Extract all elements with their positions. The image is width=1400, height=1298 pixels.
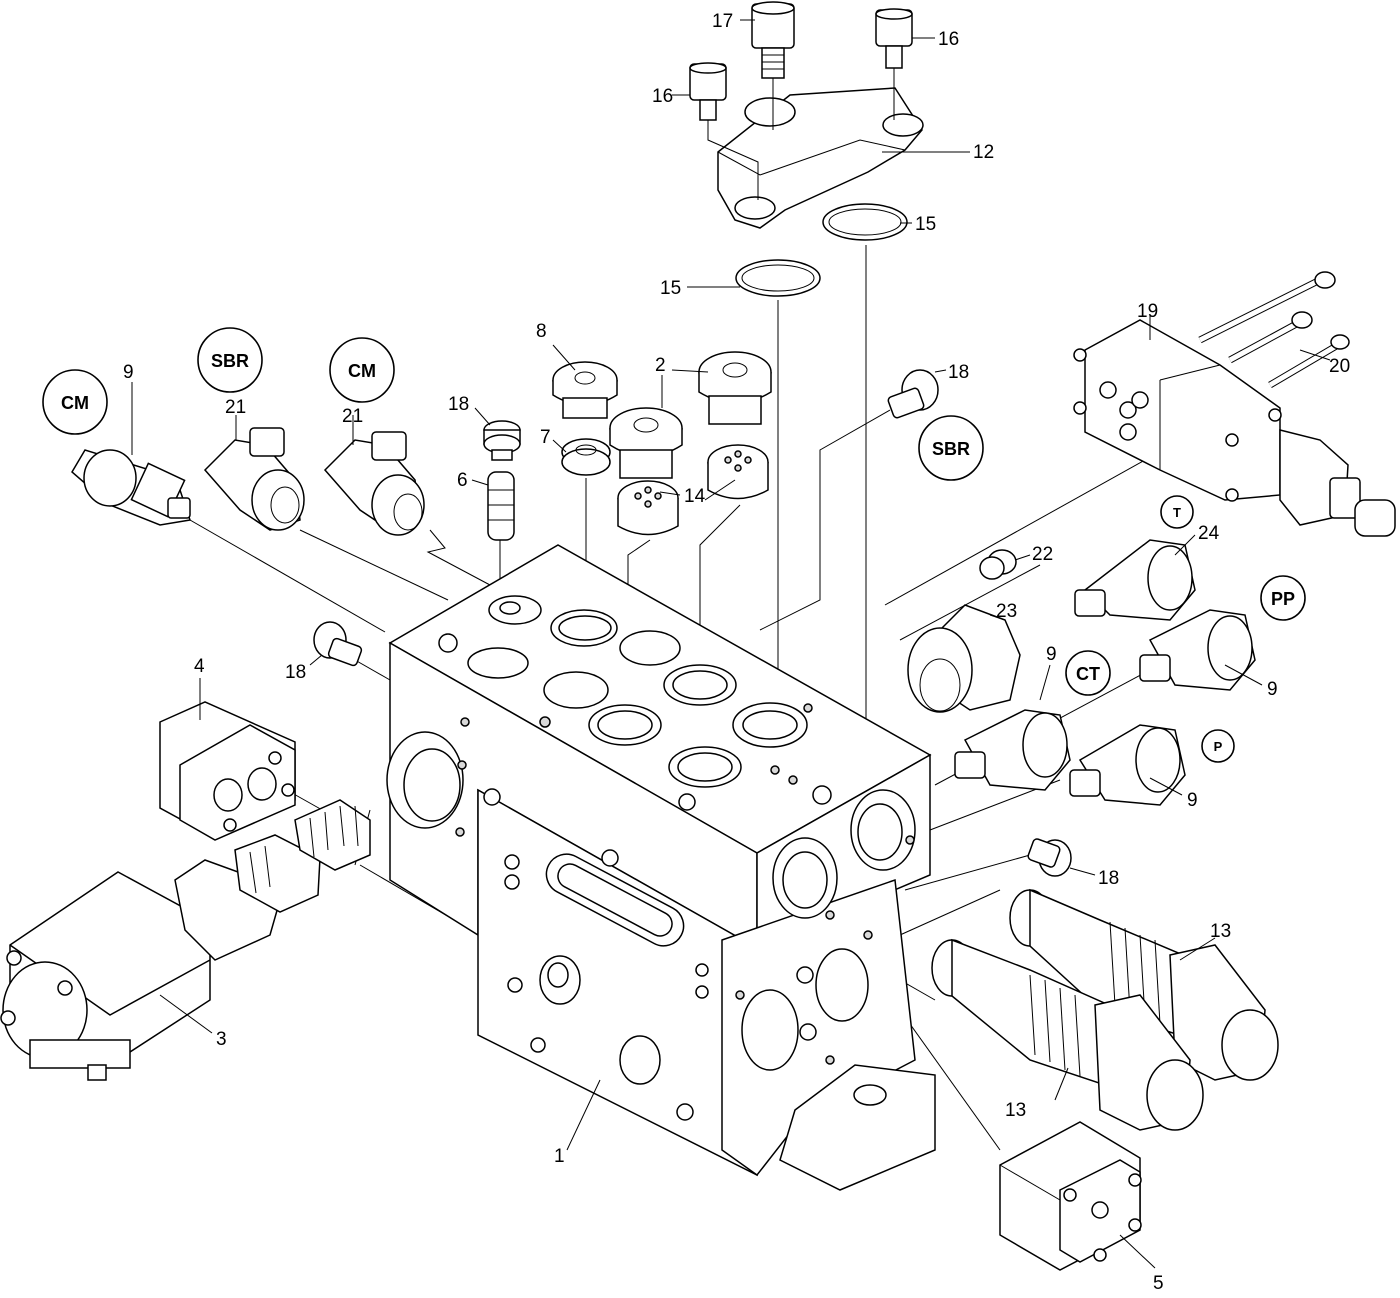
sensor-9-p: [1069, 724, 1186, 806]
port-tags: CM SBR CM SBR T PP CT P: [42, 327, 1306, 763]
plug-18-right-bottom: [1027, 838, 1072, 877]
callout-12: 12: [973, 142, 994, 163]
o-ring-15-right: [822, 203, 908, 241]
o-ring-15-left: [735, 259, 821, 297]
callout-18-right-top: 18: [948, 362, 969, 383]
callout-13-upper: 13: [1210, 921, 1231, 942]
callout-9-cm: 9: [123, 362, 134, 383]
svg-text:SBR: SBR: [932, 439, 970, 459]
sensor-9-ct: [954, 709, 1071, 791]
sensor-24: [1074, 539, 1196, 621]
callout-18-top: 18: [448, 394, 469, 415]
callout-18-left: 18: [285, 662, 306, 683]
plug-18-left: [313, 621, 363, 667]
insert-14-right: [707, 444, 769, 500]
svg-text:CM: CM: [348, 361, 376, 381]
callout-8: 8: [536, 321, 547, 342]
port-tag-ct: CT: [1065, 650, 1111, 696]
callout-24: 24: [1198, 523, 1220, 544]
svg-text:T: T: [1173, 505, 1181, 520]
callout-21-left: 21: [225, 397, 246, 418]
adapter-23: [907, 604, 1021, 713]
spool-6: [487, 471, 515, 541]
seal-7: [561, 438, 611, 476]
callout-15-left: 15: [660, 278, 681, 299]
callout-leaders: [131, 19, 1331, 1269]
callout-3: 3: [216, 1029, 227, 1050]
port-tag-cm-left: CM: [42, 369, 108, 435]
valve-block: [386, 544, 936, 1191]
plug-2-right: [698, 351, 772, 425]
svg-text:PP: PP: [1271, 589, 1295, 609]
solenoid-valve-4: [159, 701, 296, 841]
plug-8: [552, 361, 618, 419]
port-tag-sbr-left: SBR: [197, 327, 263, 393]
callout-17: 17: [712, 11, 733, 32]
callout-18-right-bottom: 18: [1098, 868, 1119, 889]
callout-2: 2: [655, 355, 666, 376]
callout-9-p: 9: [1187, 790, 1198, 811]
callout-15-right: 15: [915, 214, 936, 235]
callout-21-right: 21: [342, 406, 363, 427]
screw-17: [751, 1, 795, 130]
connector-21-right: [323, 431, 425, 536]
port-tag-sbr-right: SBR: [918, 415, 984, 481]
callout-13-lower: 13: [1005, 1100, 1026, 1121]
callout-6: 6: [457, 470, 468, 491]
port-tag-p: P: [1201, 729, 1235, 763]
callout-16-left: 16: [652, 86, 673, 107]
sensor-9-left: [71, 449, 191, 526]
screws-20: [1198, 271, 1350, 389]
plug-18-right-top: [887, 369, 939, 419]
sensor-9-pp: [1139, 609, 1256, 691]
plug-18-top: [483, 420, 521, 461]
solenoid-19: [1073, 319, 1396, 537]
port-tag-pp: PP: [1260, 575, 1306, 621]
solenoid-valve-5: [999, 1121, 1142, 1271]
valve-cartridge-3: [0, 799, 371, 1081]
callout-14: 14: [684, 486, 706, 507]
callout-16-right: 16: [938, 29, 959, 50]
port-tag-cm-mid: CM: [329, 337, 395, 403]
callout-23: 23: [996, 601, 1017, 622]
cartridge-13-upper: [1009, 888, 1279, 1081]
callout-5: 5: [1153, 1273, 1164, 1294]
plug-2-left: [609, 407, 683, 479]
callout-1: 1: [554, 1146, 565, 1167]
callout-22: 22: [1032, 544, 1053, 565]
callout-9-ct: 9: [1046, 644, 1057, 665]
bracket-12: [717, 87, 924, 229]
callout-20: 20: [1329, 356, 1350, 377]
insert-14-left: [617, 480, 679, 536]
svg-text:CT: CT: [1076, 664, 1100, 684]
callout-7: 7: [540, 427, 551, 448]
port-tag-t: T: [1160, 495, 1194, 529]
callout-4: 4: [194, 656, 205, 677]
cartridge-13-lower: [931, 938, 1204, 1131]
svg-text:SBR: SBR: [211, 351, 249, 371]
callout-19: 19: [1137, 301, 1158, 322]
svg-text:P: P: [1214, 739, 1223, 754]
screw-16-left: [689, 62, 759, 200]
plug-22: [979, 549, 1017, 580]
screw-16-right: [875, 8, 913, 120]
callout-9-pp: 9: [1267, 679, 1278, 700]
callout-numbers: 1 2 3 4 5 6 7 8 9 9 9 9 12 13 13 14 15 1…: [123, 11, 1350, 1294]
connector-21-left: [203, 427, 305, 531]
svg-text:CM: CM: [61, 393, 89, 413]
